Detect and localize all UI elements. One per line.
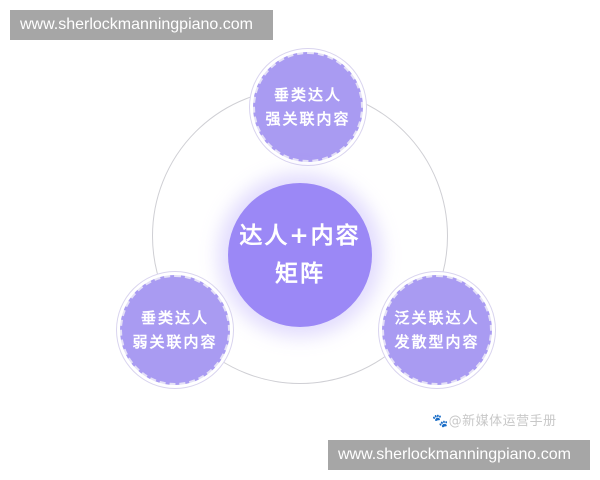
center-node: 达人+内容 矩阵	[228, 183, 372, 327]
node-top-line1: 垂类达人	[273, 86, 342, 104]
node-right-line1: 泛关联达人	[394, 309, 480, 327]
node-bottom-right: 泛关联达人 发散型内容	[382, 275, 492, 385]
center-line1: 达人+内容	[239, 223, 361, 249]
node-bottom-left: 垂类达人 弱关联内容	[120, 275, 230, 385]
watermark-text: www.sherlockmanningpiano.com	[20, 16, 253, 33]
source-credit: 🐾@新媒体运营手册	[432, 414, 557, 429]
watermark-banner-bottom: www.sherlockmanningpiano.com	[328, 440, 590, 470]
node-right-line2: 发散型内容	[394, 333, 480, 351]
node-top: 垂类达人 强关联内容	[253, 52, 363, 162]
node-left-line1: 垂类达人	[140, 309, 209, 327]
watermark-banner-top: www.sherlockmanningpiano.com	[10, 10, 273, 40]
watermark-text: www.sherlockmanningpiano.com	[338, 446, 571, 463]
center-line2: 矩阵	[275, 261, 325, 287]
node-left-line2: 弱关联内容	[132, 333, 218, 351]
node-top-line2: 强关联内容	[265, 110, 351, 128]
